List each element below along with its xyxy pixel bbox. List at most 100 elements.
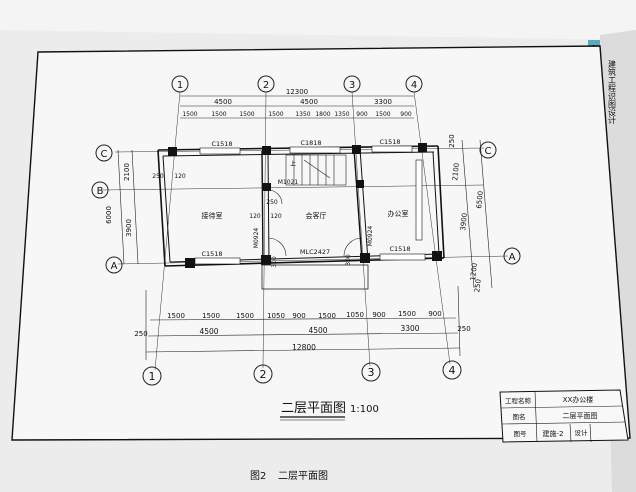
right-dim-total: 6500 xyxy=(475,191,485,210)
top-dim-bay-3: 3300 xyxy=(374,98,392,106)
label-window-bottom-left: C1518 xyxy=(201,250,222,258)
axis-bubble-top-3 xyxy=(343,75,361,93)
caption-figure: 图2 xyxy=(250,470,266,482)
top-sub-2: 1500 xyxy=(211,111,226,118)
room-middle: 会客厅 xyxy=(306,211,327,220)
bottom-row1-1: 1500 xyxy=(167,312,185,320)
right-dim-top-edge: 250 xyxy=(448,134,456,147)
axis-bubble-left-C xyxy=(95,144,113,162)
top-sub-6: 1800 xyxy=(315,111,330,118)
window-right-side xyxy=(415,159,423,241)
small-dim-p1: 300 xyxy=(271,256,278,268)
label-window-top-mid: C1818 xyxy=(300,139,321,147)
tb-number-label: 图号 xyxy=(514,430,528,438)
tb-project-value: XX办公楼 xyxy=(563,395,594,404)
label-door-2: M0924 xyxy=(253,228,260,249)
axis-right-C: C xyxy=(485,146,492,157)
window-top-mid xyxy=(289,146,341,154)
tb-number-value: 建施-2 xyxy=(543,429,564,438)
right-dim-bottom-edge: 250 xyxy=(473,279,482,293)
top-sub-9: 1500 xyxy=(375,111,390,118)
axis-bubble-top-2 xyxy=(257,75,275,93)
bottom-row2-2: 4500 xyxy=(308,326,327,335)
label-window-bottom-right: C1518 xyxy=(389,245,410,253)
left-dim-span-2: 3900 xyxy=(125,219,133,237)
right-dim-span-1: 2100 xyxy=(451,163,461,182)
label-door-1: M1021 xyxy=(278,179,299,186)
top-dim-subdivisions: 1500 1500 1500 1500 1350 1800 1350 900 1… xyxy=(182,111,412,118)
axis-bubble-bottom-4 xyxy=(442,360,462,380)
tb-project-label: 工程名称 xyxy=(505,396,532,405)
tb-drawing-value: 二层平面图 xyxy=(563,412,598,420)
axis-bottom-1: 1 xyxy=(149,370,156,383)
top-sub-3: 1500 xyxy=(239,111,254,118)
label-door-main: MLC2427 xyxy=(300,248,330,256)
axis-top-group: 1 2 3 4 xyxy=(171,75,423,93)
bottom-row1-7: 1050 xyxy=(346,311,364,319)
window-top-left xyxy=(199,147,241,155)
stair xyxy=(285,154,347,186)
bottom-row1-9: 1500 xyxy=(398,310,416,318)
axis-bottom-3: 3 xyxy=(368,366,375,379)
small-dim-wall-b: 120 xyxy=(174,173,186,180)
top-sub-8: 900 xyxy=(356,111,368,118)
tb-drawing-label: 图名 xyxy=(513,412,526,421)
bottom-dim-total: 12800 xyxy=(292,343,316,352)
axis-bubble-bottom-2 xyxy=(253,364,273,384)
window-bottom-right xyxy=(379,253,426,261)
window-bottom-left xyxy=(194,257,241,265)
small-dim-wall-a: 250 xyxy=(152,173,164,180)
axis-bubble-top-4 xyxy=(405,75,423,93)
left-dim-span-1: 2100 xyxy=(123,163,131,181)
axis-bottom-2: 2 xyxy=(260,368,267,381)
bottom-row2-3: 3300 xyxy=(400,324,419,333)
room-right: 办公室 xyxy=(388,209,409,218)
left-dim-total: 6000 xyxy=(105,206,113,224)
axis-top-4: 4 xyxy=(411,80,417,91)
bottom-row1-3: 1500 xyxy=(236,312,254,320)
tb-design-label: 设计 xyxy=(575,428,589,437)
top-sub-4: 1500 xyxy=(268,111,283,118)
axis-bubble-bottom-3 xyxy=(361,362,381,382)
small-dim-w3: 250 xyxy=(266,199,278,206)
bottom-dimension-lines xyxy=(145,285,461,360)
axis-right-A: A xyxy=(509,252,516,263)
drawing-border xyxy=(11,45,631,441)
caption-text: 二层平面图 xyxy=(278,470,328,482)
axis-bubble-right-C xyxy=(479,141,497,159)
plan-scale: 1:100 xyxy=(350,404,379,415)
bottom-row1-2: 1500 xyxy=(202,312,220,320)
top-dim-bay-1: 4500 xyxy=(214,98,232,106)
bottom-row1-10: 900 xyxy=(428,310,441,318)
axis-bubble-bottom-1 xyxy=(142,366,162,386)
top-sub-1: 1500 xyxy=(182,111,197,118)
axis-bubble-left-B xyxy=(91,181,109,199)
top-sub-5: 1350 xyxy=(295,111,310,118)
right-dim-bottom: 1200 xyxy=(469,263,479,282)
top-dimension-lines xyxy=(180,95,414,119)
bottom-row1-4: 1050 xyxy=(267,312,285,320)
top-dim-total: 12300 xyxy=(286,88,308,96)
axis-bubble-left-A xyxy=(105,256,123,274)
axis-top-1: 1 xyxy=(177,80,183,91)
small-dim-p2: 300 xyxy=(345,254,352,266)
room-left: 接待室 xyxy=(202,211,223,220)
stair-up-label: 上 xyxy=(290,160,296,168)
label-window-top-left: C1518 xyxy=(211,140,232,148)
right-dim-span-2: 3900 xyxy=(459,213,469,232)
bottom-dim-row1: 1500 1500 1500 1050 900 1500 1050 900 15… xyxy=(167,310,442,320)
plan-title: 二层平面图 xyxy=(281,401,346,416)
window-top-right xyxy=(371,145,413,153)
label-door-3: M0924 xyxy=(367,226,374,247)
top-sub-7: 1350 xyxy=(334,111,349,118)
top-sub-10: 900 xyxy=(400,111,412,118)
page-top xyxy=(0,0,636,40)
top-dim-bay-2: 4500 xyxy=(300,98,318,106)
label-window-top-right: C1518 xyxy=(379,138,400,146)
axis-top-2: 2 xyxy=(263,80,269,91)
bottom-row1-5: 900 xyxy=(292,312,305,320)
small-dim-w1: 120 xyxy=(249,213,261,220)
left-dimension-lines xyxy=(117,149,139,265)
bottom-edge-right: 250 xyxy=(457,325,470,333)
